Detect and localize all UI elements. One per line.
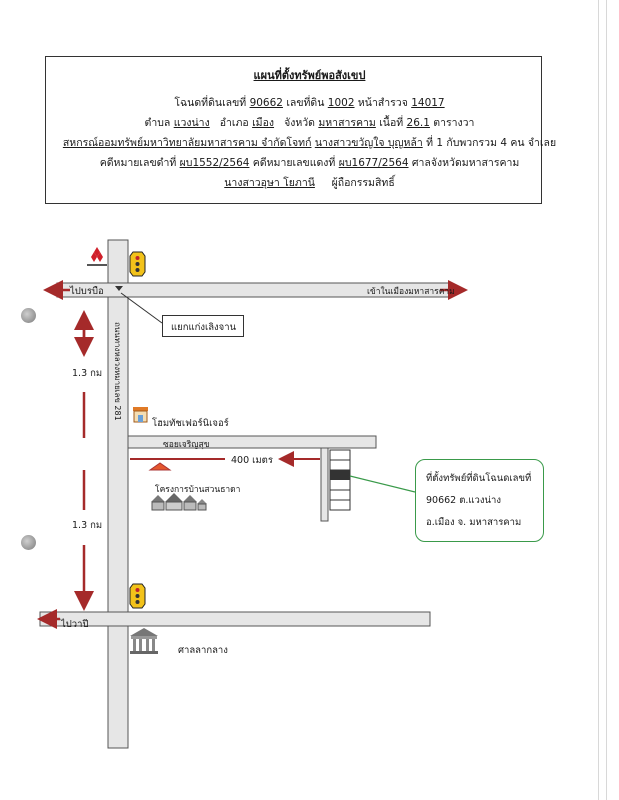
- binder-hole: [21, 308, 36, 323]
- parties-line: สหกรณ์ออมทรัพย์มหาวิทยาลัยมหาสารคาม จำกั…: [62, 137, 557, 149]
- highway-281-road: [107, 239, 129, 749]
- location-line: ตำบล แวงน่าง อำเภอ เมือง จังหวัด มหาสารค…: [144, 117, 475, 129]
- land-parcels: [329, 449, 351, 511]
- page-edge-line: [606, 0, 607, 800]
- plot-info-line: ที่ตั้งทรัพย์ที่ดินโฉนดเลขที่: [426, 473, 532, 484]
- province-value: มหาสารคาม: [318, 117, 376, 129]
- owner-role: ผู้ถือกรรมสิทธิ์: [331, 177, 395, 189]
- label-to-city: เข้าในเมืองมหาสารคาม: [367, 287, 455, 297]
- label-dist-north: 1.3 กม: [72, 368, 103, 379]
- deed-number: 90662: [249, 97, 283, 109]
- black-case-number: ผบ1552/2564: [179, 157, 250, 169]
- case-line: คดีหมายเลขดำที่ ผบ1552/2564 คดีหมายเลขแด…: [99, 157, 520, 169]
- junction-marker-icon: [115, 286, 123, 291]
- page-edge-line: [598, 0, 599, 800]
- soi-charoensuk-road: [127, 435, 377, 449]
- deed-line: โฉนดที่ดินเลขที่ 90662 เลขที่ดิน 1002 หน…: [174, 97, 445, 109]
- house-roof-icon: [148, 462, 172, 471]
- label-housing-project: โครงการบ้านสวนธาดา: [155, 485, 241, 495]
- area-value: 26.1: [406, 117, 430, 129]
- label-to-wapi: ไปวาปี: [61, 619, 89, 630]
- land-number: 1002: [327, 97, 355, 109]
- plot-info-line: อ.เมือง จ. มหาสารคาม: [426, 517, 522, 528]
- survey-number: 14017: [411, 97, 445, 109]
- bottom-main-road: [39, 611, 431, 627]
- junction-leader-line: [120, 292, 163, 324]
- amphoe-value: เมือง: [252, 117, 275, 129]
- plaintiff: สหกรณ์ออมทรัพย์มหาวิทยาลัยมหาสารคาม จำกั…: [62, 137, 312, 149]
- label-shrine: ศาลลากลาง: [178, 645, 228, 656]
- traffic-light-icon: [129, 583, 146, 609]
- plot-info-callout: ที่ตั้งทรัพย์ที่ดินโฉนดเลขที่ 90662 ต.แว…: [415, 459, 544, 542]
- tambon-value: แวงน่าง: [173, 117, 210, 129]
- housing-project-icon: [151, 493, 207, 511]
- label-highway-281: ถนนทางหลวงหมายเลข 281: [113, 322, 122, 421]
- label-soi: ซอยเจริญสุข: [163, 440, 210, 450]
- traffic-light-icon: [129, 251, 146, 277]
- shrine-building-icon: [130, 628, 158, 654]
- red-case-number: ผบ1677/2564: [338, 157, 409, 169]
- label-to-borabue: ไปบรบือ: [70, 286, 104, 297]
- side-lane: [320, 447, 329, 522]
- header-box: [45, 56, 542, 204]
- junction-callout: แยกแก่งเลิงจาน: [162, 315, 244, 337]
- owner-name: นางสาวอุษา โยภานี: [224, 177, 315, 189]
- label-furniture-shop: โฮมทัชเฟอร์นิเจอร์: [152, 418, 229, 429]
- shop-icon: [133, 407, 148, 423]
- owner-line: นางสาวอุษา โยภานี ผู้ถือกรรมสิทธิ์: [0, 174, 619, 191]
- plot-leader-line: [349, 475, 416, 493]
- document-title: แผนที่ตั้งทรัพย์พอสังเขป: [253, 69, 366, 82]
- label-dist-south: 1.3 กม: [72, 520, 103, 531]
- mitsubishi-logo-icon: [87, 247, 107, 266]
- plot-info-line: 90662 ต.แวงน่าง: [426, 495, 501, 506]
- binder-hole: [21, 535, 36, 550]
- label-soi-distance: 400 เมตร: [231, 455, 273, 466]
- defendant: นางสาวขวัญใจ บุญหล้า: [314, 137, 423, 149]
